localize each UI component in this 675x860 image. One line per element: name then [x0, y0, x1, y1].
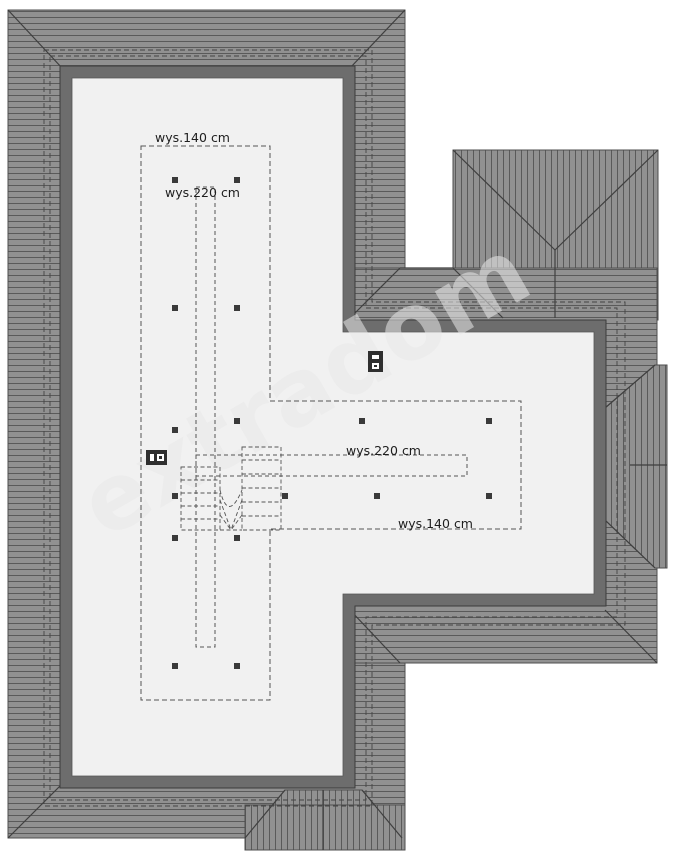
- chimney-right: [368, 351, 383, 372]
- post: [172, 305, 178, 311]
- structural-posts: [172, 177, 492, 669]
- post: [486, 493, 492, 499]
- post: [486, 418, 492, 424]
- chimney-left: [146, 450, 167, 465]
- roof-south-gable-base: [244, 804, 406, 851]
- post: [234, 177, 240, 183]
- post: [172, 427, 178, 433]
- post: [172, 493, 178, 499]
- knee-wall-height-label-top: wys.140 cm: [155, 130, 230, 145]
- post: [172, 663, 178, 669]
- post: [172, 535, 178, 541]
- ridge-height-label-vertical: wys.220 cm: [165, 185, 240, 200]
- ridge-220-horizontal-outline: [195, 454, 468, 477]
- post: [234, 535, 240, 541]
- knee-wall-height-label-bottom: wys.140 cm: [398, 516, 473, 531]
- post: [234, 305, 240, 311]
- post: [234, 418, 240, 424]
- staircase: [180, 446, 282, 531]
- ridge-height-label-horizontal: wys.220 cm: [346, 443, 421, 458]
- eave-dashed-lines: [43, 49, 626, 807]
- post: [374, 493, 380, 499]
- post: [172, 177, 178, 183]
- knee-wall-140-outline: [140, 145, 522, 701]
- post: [359, 418, 365, 424]
- post: [282, 493, 288, 499]
- attic-floor: [71, 77, 595, 777]
- ridge-220-vertical-outline: [195, 186, 216, 648]
- post: [234, 663, 240, 669]
